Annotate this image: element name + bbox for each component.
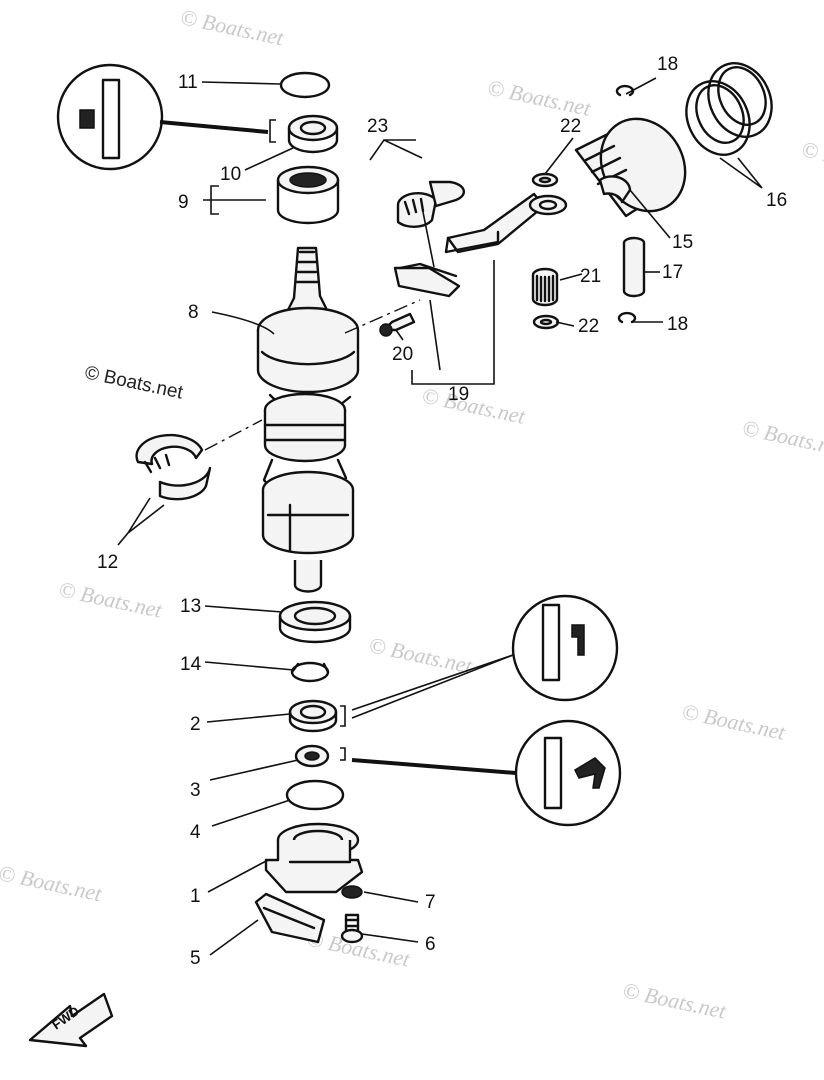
callout-1: 1	[190, 886, 201, 907]
seal-lip-detail-top	[56, 63, 269, 171]
oil-seal-2	[288, 699, 338, 733]
callout-23: 23	[367, 116, 388, 137]
washer-7	[341, 885, 363, 899]
watermark: © Boats.net	[799, 136, 824, 182]
oil-seal-o-ring-11	[279, 71, 331, 99]
callout-11: 11	[178, 72, 198, 93]
watermark: © Boats.net	[57, 576, 165, 622]
bearing-9	[276, 165, 340, 225]
fwd-arrow: FWD	[28, 992, 114, 1048]
watermark: © Boats.net	[367, 632, 475, 678]
callout-2: 2	[190, 714, 201, 735]
callout-20: 20	[392, 344, 413, 365]
piston-pin-17	[622, 236, 646, 298]
needle-bearing-12	[135, 433, 212, 501]
callout-3: 3	[190, 780, 201, 801]
callout-13: 13	[180, 596, 201, 617]
bracket-mark	[269, 119, 276, 143]
callout-22-top: 22	[560, 116, 581, 137]
watermark: © Boats.net	[620, 977, 728, 1023]
bearing-13	[278, 600, 352, 644]
callout-15: 15	[672, 232, 693, 253]
callout-18-top: 18	[657, 54, 678, 75]
o-ring-4	[285, 779, 345, 811]
connecting-rod-19	[393, 192, 568, 298]
seal-lip-detail-upper	[351, 594, 619, 719]
callouts: 11 10 9 8 23 20 19 22 21 22 18 15 17 18 …	[97, 54, 787, 969]
callout-6: 6	[425, 934, 436, 955]
callout-4: 4	[190, 822, 201, 843]
callout-18-bottom: 18	[667, 314, 688, 335]
callout-10: 10	[220, 164, 241, 185]
bearing-housing-1	[264, 822, 364, 894]
seal-ring-14	[290, 661, 330, 683]
callout-14: 14	[180, 654, 202, 675]
callout-9: 9	[178, 192, 189, 213]
bolt-20	[379, 312, 416, 337]
callout-12: 12	[97, 552, 118, 573]
callout-17: 17	[662, 262, 683, 283]
watermark: © Boats.net	[420, 383, 528, 429]
piston-15	[574, 117, 687, 218]
watermark: © Boats.net	[485, 75, 593, 121]
watermark: © Boats.net	[680, 699, 788, 745]
bearing-23	[396, 180, 466, 228]
center-line	[344, 299, 421, 334]
oil-seal-10	[287, 114, 339, 154]
needle-bearing-21	[531, 267, 559, 307]
callout-5: 5	[190, 948, 201, 969]
clip-18-bottom	[617, 311, 637, 324]
bracket-mark	[340, 747, 346, 761]
watermark: © Boats.net	[0, 860, 105, 906]
center-line	[204, 419, 263, 451]
clip-18-top	[615, 84, 635, 97]
callout-21: 21	[580, 266, 601, 287]
callout-16: 16	[766, 190, 787, 211]
watermark: © Boats.net	[740, 415, 824, 461]
watermark: © Boats.net	[178, 4, 286, 50]
bracket-mark	[340, 705, 346, 727]
piston-rings-16	[685, 62, 773, 156]
watermark-dark: © Boats.net	[83, 362, 185, 403]
bracket-5	[254, 892, 326, 944]
callout-7: 7	[425, 892, 436, 913]
callout-22-bottom: 22	[578, 316, 599, 337]
oil-seal-3	[294, 744, 330, 768]
washer-22-bottom	[532, 314, 560, 330]
bolt-6	[340, 913, 364, 944]
washer-22-top	[531, 172, 559, 188]
crankshaft-8	[256, 246, 360, 593]
seal-lip-detail-lower	[351, 719, 622, 827]
watermarks: © Boats.net © Boats.net © Boats.net © Bo…	[0, 4, 824, 1024]
callout-8: 8	[188, 302, 199, 323]
leader-lines	[117, 77, 763, 956]
callout-19: 19	[448, 384, 469, 405]
